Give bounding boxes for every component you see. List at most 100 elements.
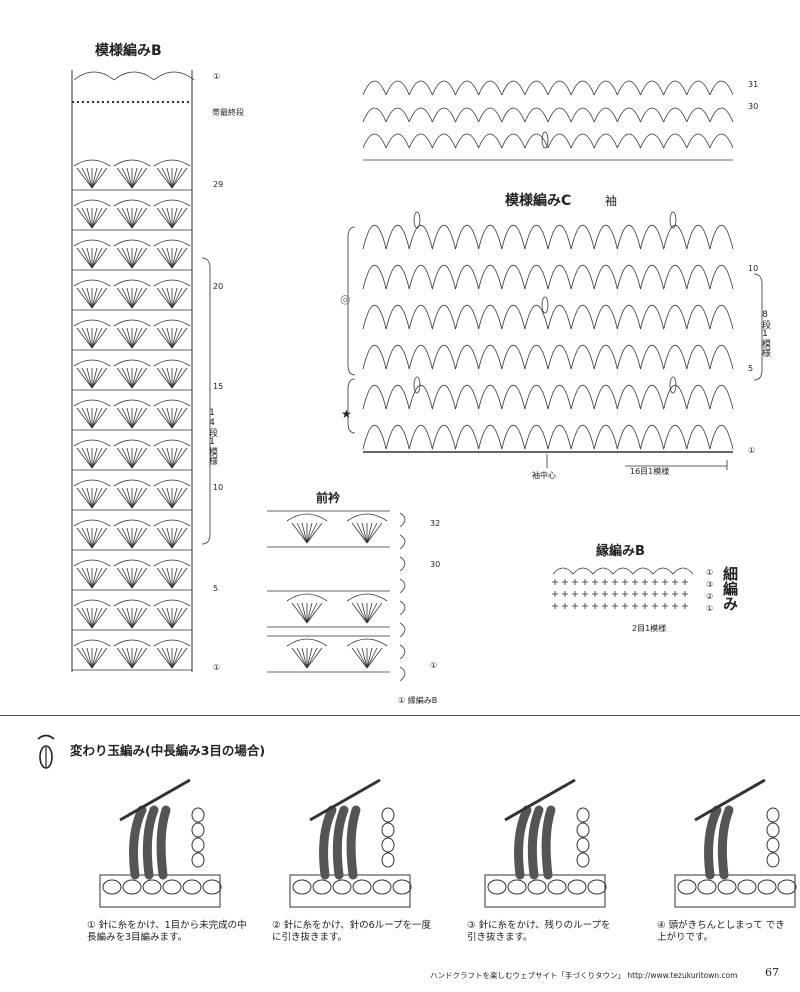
fan-spoke [161, 407, 173, 429]
fan-spoke [131, 367, 148, 389]
fan-spoke [91, 487, 98, 509]
chain-arch [547, 265, 572, 290]
fan-spoke [156, 167, 173, 189]
chain-arch [686, 345, 711, 370]
chain-arch [478, 305, 503, 330]
fan-spoke [76, 407, 93, 429]
stitch-loop [202, 879, 222, 895]
yarn-strand [527, 805, 544, 880]
fan-spoke [116, 607, 133, 629]
fan-spoke [126, 287, 133, 309]
pattern-c-repeat-bracket [753, 273, 763, 381]
fan-spoke [171, 527, 183, 549]
pattern-b-chart [71, 70, 195, 672]
chain-arch [524, 265, 549, 290]
chain-arch [570, 345, 595, 370]
fan-spoke [156, 647, 173, 669]
chain-arch [524, 385, 549, 410]
fan-arc [113, 159, 151, 167]
column-stitch [576, 837, 590, 853]
pattern-c-repeat-arrow [546, 454, 728, 470]
front-collar-chart [267, 510, 406, 682]
step-illustration [484, 778, 607, 908]
chain-arch [570, 305, 595, 330]
fan-arc [153, 639, 191, 647]
fan-spoke [91, 287, 103, 309]
yarn-strand [514, 805, 532, 880]
edge-b-marker-3: ③ [706, 580, 714, 589]
chain-arch [431, 225, 456, 250]
step-1-num: ① [87, 920, 96, 931]
column-stitch [381, 822, 395, 838]
fan-spoke [366, 647, 373, 669]
chain-arch [663, 133, 688, 149]
pattern-c-chart [362, 80, 734, 453]
chain-arch [709, 133, 734, 149]
page-number: 67 [765, 966, 779, 979]
fan-arc [346, 638, 388, 647]
chain-arch [501, 385, 526, 410]
fan-spoke [161, 487, 173, 509]
fan-spoke [356, 647, 368, 669]
chain-arch [432, 80, 456, 96]
pattern-c-marker-10: 10 [748, 264, 759, 273]
fan-spoke [366, 602, 383, 624]
pattern-c-marker-30: 30 [748, 102, 759, 111]
fan-arc [153, 359, 191, 367]
fan-spoke [126, 447, 133, 469]
chain-arch [686, 305, 711, 330]
fan-spoke [356, 522, 368, 544]
stitch-loop [352, 879, 372, 895]
fan-spoke [76, 167, 93, 189]
chain-arch [362, 305, 387, 330]
fan-spoke [166, 287, 173, 309]
fan-spoke [131, 367, 138, 389]
pattern-c-circle-symbol: ◎ [340, 292, 351, 306]
edge-b-stitch-repeat: 2目1模様 [632, 624, 667, 633]
chain-arch [709, 225, 734, 250]
fan-arc [113, 559, 151, 567]
fan-arc [286, 593, 328, 602]
fan-spoke [121, 647, 133, 669]
fan-arc [153, 479, 191, 487]
fan-spoke [171, 367, 183, 389]
chain-arch [408, 80, 433, 96]
stitch-arc [113, 71, 155, 81]
fan-spoke [171, 607, 178, 629]
edge-b-side-label: 細編み [721, 566, 739, 611]
edge-b-title: 縁編みB [596, 544, 645, 559]
fan-arc [73, 479, 111, 487]
fan-spoke [356, 602, 368, 624]
fan-spoke [126, 247, 133, 269]
fan-spoke [161, 167, 173, 189]
edge-loop [399, 512, 406, 528]
fan-spoke [171, 567, 183, 589]
chain-arch [616, 225, 641, 250]
fan-spoke [116, 247, 133, 269]
chain-arch [616, 265, 641, 290]
column-stitch [766, 852, 780, 868]
step-1-text: 針に糸をかけ、1目から未完成の中長編みを3目編みます。 [87, 920, 247, 943]
fan-spoke [306, 522, 313, 544]
fan-spoke [91, 367, 108, 389]
fan-spoke [81, 167, 93, 189]
fan-arc [153, 239, 191, 247]
fan-spoke [76, 287, 93, 309]
fan-arc [113, 279, 151, 287]
chain-arch [709, 305, 734, 330]
fan-spoke [171, 287, 188, 309]
edge-b-chart [552, 567, 694, 609]
fan-spoke [91, 407, 103, 429]
fan-spoke [291, 602, 308, 624]
front-collar-title: 前衿 [316, 491, 341, 505]
stitch-loop [142, 879, 162, 895]
fan-spoke [156, 287, 173, 309]
pattern-b-band-label: 帯最終段 [212, 108, 244, 117]
step-4-num: ④ [657, 920, 666, 931]
chain-arch [686, 225, 711, 250]
chain-arch [455, 345, 480, 370]
fan-spoke [306, 647, 313, 669]
chain-arch [663, 305, 688, 330]
chain-arch [547, 80, 572, 96]
fan-spoke [156, 367, 173, 389]
